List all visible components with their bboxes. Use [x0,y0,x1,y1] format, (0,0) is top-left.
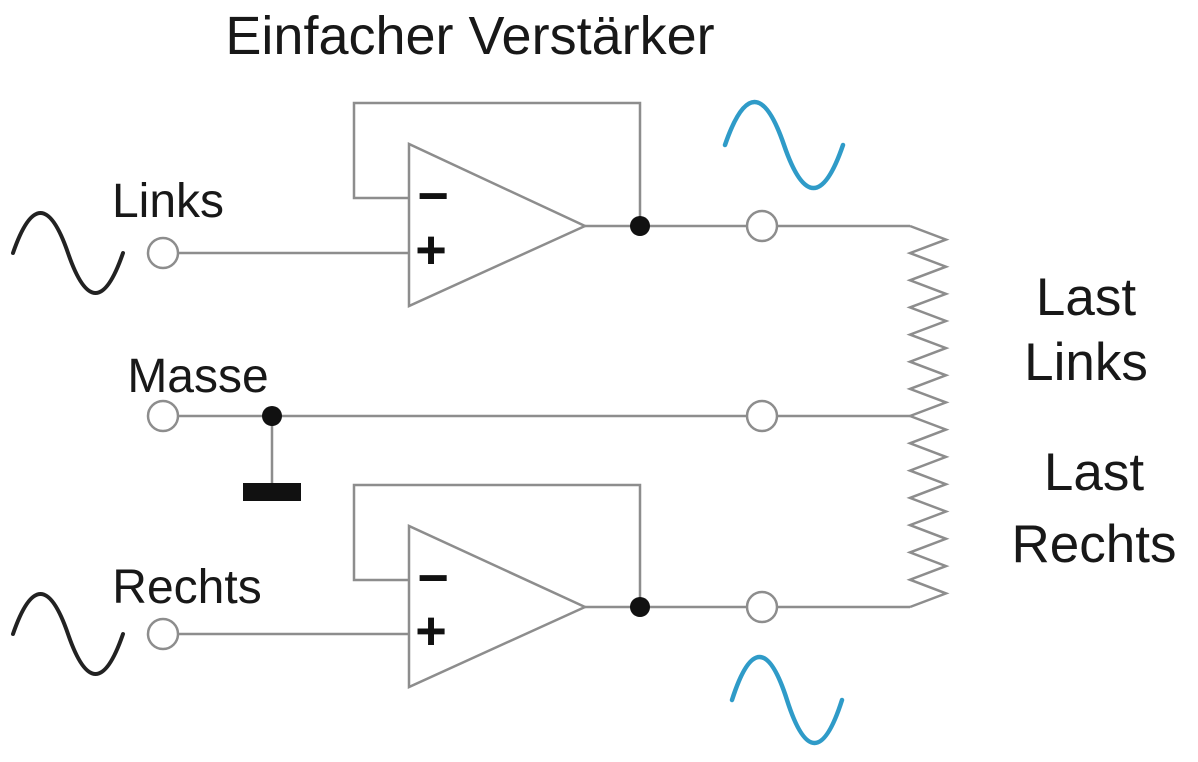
left-output-junction-dot [630,216,650,236]
right-output-junction-dot [630,597,650,617]
masse-right-terminal [745,399,779,433]
right-amp-plus-symbol: + [415,601,447,661]
last-links-label-line2: Links [1024,333,1148,392]
right-input-sine-wave [11,592,125,676]
right-output-sine-wave [729,654,845,746]
ground-symbol [243,483,301,501]
masse-terminal [146,399,180,433]
left-output-sine-wave [722,99,846,191]
load-links-resistor [906,224,950,418]
last-links-label-line1: Last [1036,268,1136,327]
last-rechts-label-line2: Rechts [1012,515,1177,574]
right-amp-triangle [407,524,589,689]
right-amp-minus-symbol: − [417,548,449,608]
masse-label: Masse [127,350,268,403]
left-output-terminal [745,209,779,243]
left-amp-plus-symbol: + [415,220,447,280]
rechts-input-terminal [146,617,180,651]
ground-junction-dot [262,406,282,426]
left-amp-feedback-wire [352,101,642,226]
left-input-sine-wave [11,211,125,295]
rechts-label: Rechts [112,561,261,614]
left-amp-triangle [407,142,588,308]
right-output-terminal [745,590,779,624]
left-amp-minus-symbol: − [417,166,449,226]
links-label: Links [112,175,224,228]
right-amp-feedback-wire [352,483,642,607]
links-input-terminal [146,236,180,270]
load-rechts-resistor [906,414,950,609]
last-rechts-label-line1: Last [1044,443,1144,502]
diagram-title: Einfacher Verstärker [225,6,714,66]
